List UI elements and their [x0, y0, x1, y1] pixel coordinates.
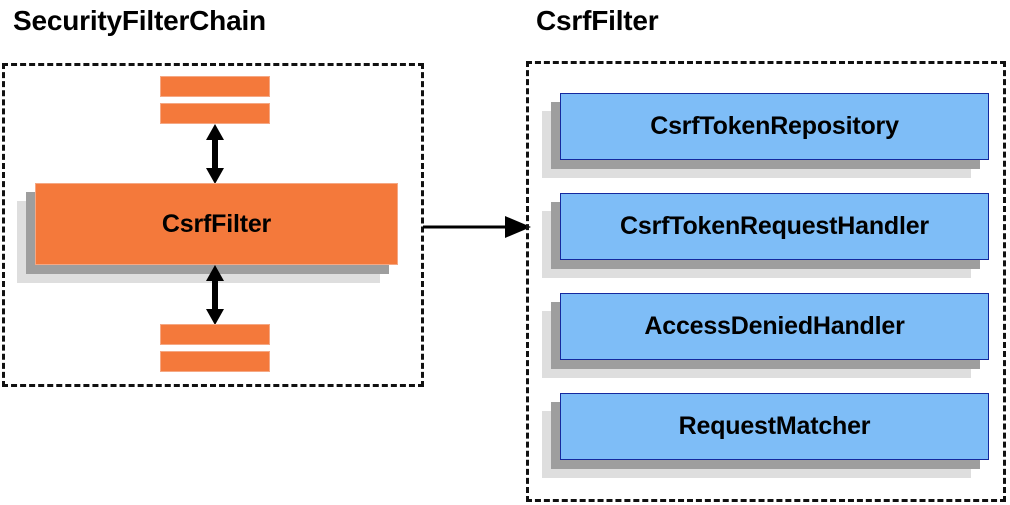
node-csrf-filter[interactable]: CsrfFilter: [17, 183, 398, 283]
panel-title-csrf-filter: CsrfFilter: [536, 5, 659, 36]
panel-title-security-filter-chain: SecurityFilterChain: [13, 5, 266, 36]
double-arrow-top-icon: [206, 124, 224, 184]
node-label: RequestMatcher: [678, 412, 871, 440]
filter-sliver-top-2: [160, 103, 270, 124]
double-arrow-bottom-icon: [206, 265, 224, 325]
filter-sliver-bottom-1: [160, 324, 270, 345]
node-access-denied-handler[interactable]: AccessDeniedHandler: [542, 293, 989, 378]
node-face: CsrfTokenRepository: [560, 93, 989, 160]
node-csrf-token-request-handler[interactable]: CsrfTokenRequestHandler: [542, 193, 989, 278]
filter-sliver-bottom-2: [160, 351, 270, 372]
node-face: RequestMatcher: [560, 393, 989, 460]
node-face: AccessDeniedHandler: [560, 293, 989, 360]
filter-sliver-top-1: [160, 76, 270, 97]
node-label: CsrfFilter: [161, 209, 272, 238]
node-face: CsrfTokenRequestHandler: [560, 193, 989, 260]
node-face: CsrfFilter: [35, 183, 398, 265]
node-label: CsrfTokenRequestHandler: [620, 212, 929, 240]
node-label: AccessDeniedHandler: [644, 312, 905, 340]
security-filter-chain-group-box: [2, 63, 424, 387]
node-csrf-token-repository[interactable]: CsrfTokenRepository: [542, 93, 989, 178]
connector-arrow-icon: [423, 216, 531, 238]
csrf-filter-group-box: [526, 61, 1006, 502]
node-label: CsrfTokenRepository: [650, 112, 899, 140]
node-request-matcher[interactable]: RequestMatcher: [542, 393, 989, 478]
